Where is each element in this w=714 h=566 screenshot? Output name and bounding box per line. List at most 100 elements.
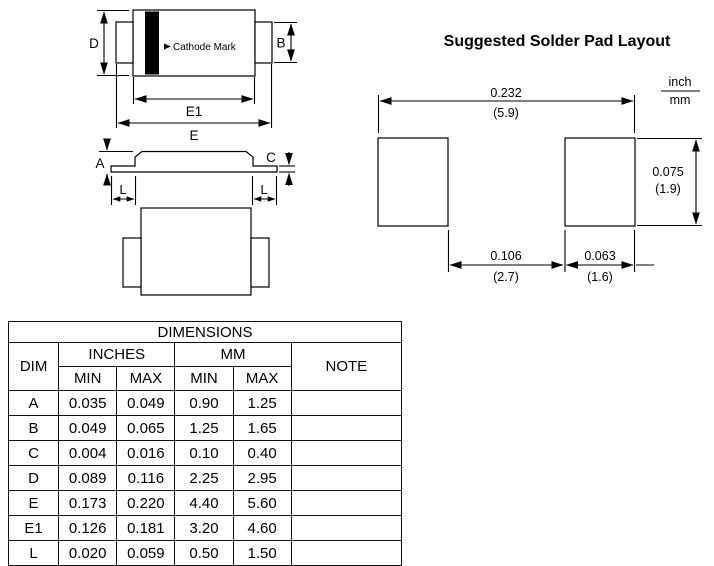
dim-c: C — [266, 150, 295, 186]
package-drawings: Cathode Mark D B E1 E — [89, 9, 702, 296]
table-title: DIMENSIONS — [8, 321, 402, 343]
header-mm-min: MIN — [174, 366, 234, 391]
cell-mm-min: 2.25 — [174, 465, 234, 491]
pad-height-inch: 0.075 — [652, 165, 683, 179]
dim-l-left: L — [110, 176, 137, 205]
unit-mm-label: mm — [670, 93, 691, 107]
table-minmax-header-row: MIN MAX MIN MAX — [9, 366, 402, 391]
cell-mm-max: 1.65 — [232, 415, 292, 441]
table-row: B 0.049 0.065 1.25 1.65 — [7, 415, 403, 441]
cell-mm-min: 1.25 — [174, 415, 234, 441]
dim-a: A — [95, 138, 133, 186]
table-row: L 0.020 0.059 0.50 1.50 — [7, 540, 403, 566]
dim-e: E — [115, 64, 273, 143]
dim-label-e1: E1 — [186, 104, 203, 119]
cell-inch-min: 0.035 — [58, 390, 118, 416]
cell-mm-max: 5.60 — [232, 490, 292, 516]
cell-dim: B — [7, 415, 60, 441]
cell-mm-min: 4.40 — [174, 490, 234, 516]
cathode-band — [145, 11, 159, 75]
header-inches-min: MIN — [58, 366, 118, 391]
dim-b: B — [274, 21, 297, 64]
bottom-pad-right — [250, 237, 270, 288]
cell-inch-max: 0.181 — [116, 515, 176, 541]
dim-overall-width: 0.232 (5.9) — [377, 86, 636, 133]
pad-gap-inch: 0.106 — [490, 249, 521, 263]
header-inches: INCHES — [58, 342, 176, 367]
terminal-right — [254, 21, 273, 64]
cell-note — [290, 540, 403, 566]
cell-inch-min: 0.049 — [58, 415, 118, 441]
pad-width-inch: 0.063 — [584, 249, 615, 263]
dim-e1: E1 — [132, 77, 256, 119]
cell-note — [290, 465, 403, 491]
cell-note — [290, 515, 403, 541]
cell-mm-max: 1.25 — [232, 390, 292, 416]
cell-inch-min: 0.020 — [58, 540, 118, 566]
terminal-left — [115, 21, 134, 64]
table-row: C 0.004 0.016 0.10 0.40 — [7, 440, 403, 466]
cathode-mark-label: Cathode Mark — [173, 42, 237, 53]
dim-pad-gap: 0.106 (2.7) — [447, 230, 566, 284]
cell-inch-max: 0.220 — [116, 490, 176, 516]
table-title-row: DIMENSIONS — [8, 321, 402, 343]
table-row: D 0.089 0.116 2.25 2.95 — [7, 465, 403, 491]
cell-mm-min: 3.20 — [174, 515, 234, 541]
dim-label-l-left: L — [120, 183, 127, 197]
bottom-pad-left — [122, 237, 142, 288]
package-bottom-view — [122, 207, 270, 296]
cell-mm-max: 2.95 — [232, 465, 292, 491]
dim-l-right: L — [251, 176, 278, 205]
cell-inch-min: 0.126 — [58, 515, 118, 541]
cell-mm-min: 0.50 — [174, 540, 234, 566]
header-dim: DIM — [7, 342, 60, 391]
cell-inch-max: 0.116 — [116, 465, 176, 491]
cell-inch-max: 0.049 — [116, 390, 176, 416]
package-side-view — [110, 150, 278, 173]
cell-dim: E — [7, 490, 60, 516]
dim-pad-height: 0.075 (1.9) — [637, 137, 702, 227]
solder-pads — [377, 137, 636, 227]
cell-inch-max: 0.065 — [116, 415, 176, 441]
cell-inch-max: 0.059 — [116, 540, 176, 566]
cell-mm-min: 0.10 — [174, 440, 234, 466]
cell-note — [290, 490, 403, 516]
header-inches-max: MAX — [116, 366, 176, 391]
header-mm: MM — [174, 342, 292, 367]
cell-dim: L — [7, 540, 60, 566]
cell-note — [290, 440, 403, 466]
unit-inch-label: inch — [669, 75, 692, 89]
dim-label-a: A — [95, 156, 104, 171]
package-top-view: Cathode Mark — [115, 9, 273, 77]
table-row: E1 0.126 0.181 3.20 4.60 — [7, 515, 403, 541]
overall-width-mm: (5.9) — [493, 106, 519, 120]
cell-mm-max: 1.50 — [232, 540, 292, 566]
dim-label-e: E — [189, 128, 198, 143]
solder-pad-left — [377, 137, 449, 227]
dim-label-l-right: L — [261, 183, 268, 197]
unit-legend: inch mm — [661, 75, 700, 107]
solder-pad-right — [564, 137, 636, 227]
pad-layout-title: Suggested Solder Pad Layout — [444, 33, 671, 50]
header-note: NOTE — [290, 342, 403, 391]
cell-note — [290, 415, 403, 441]
table-row: A 0.035 0.049 0.90 1.25 — [7, 390, 403, 416]
cell-mm-max: 0.40 — [232, 440, 292, 466]
cell-dim: A — [7, 390, 60, 416]
cell-inch-max: 0.016 — [116, 440, 176, 466]
cell-mm-min: 0.90 — [174, 390, 234, 416]
cell-dim: C — [7, 440, 60, 466]
dim-label-d: D — [89, 36, 99, 51]
cell-dim: D — [7, 465, 60, 491]
cell-inch-min: 0.089 — [58, 465, 118, 491]
table-row: E 0.173 0.220 4.40 5.60 — [7, 490, 403, 516]
cathode-arrow-icon — [164, 43, 171, 50]
pad-gap-mm: (2.7) — [493, 270, 519, 284]
dim-pad-width: 0.063 (1.6) — [565, 230, 654, 284]
dim-d: D — [89, 9, 129, 77]
cell-dim: E1 — [7, 515, 60, 541]
pad-height-mm: (1.9) — [655, 182, 681, 196]
pad-width-mm: (1.6) — [587, 270, 613, 284]
side-profile — [110, 150, 278, 173]
